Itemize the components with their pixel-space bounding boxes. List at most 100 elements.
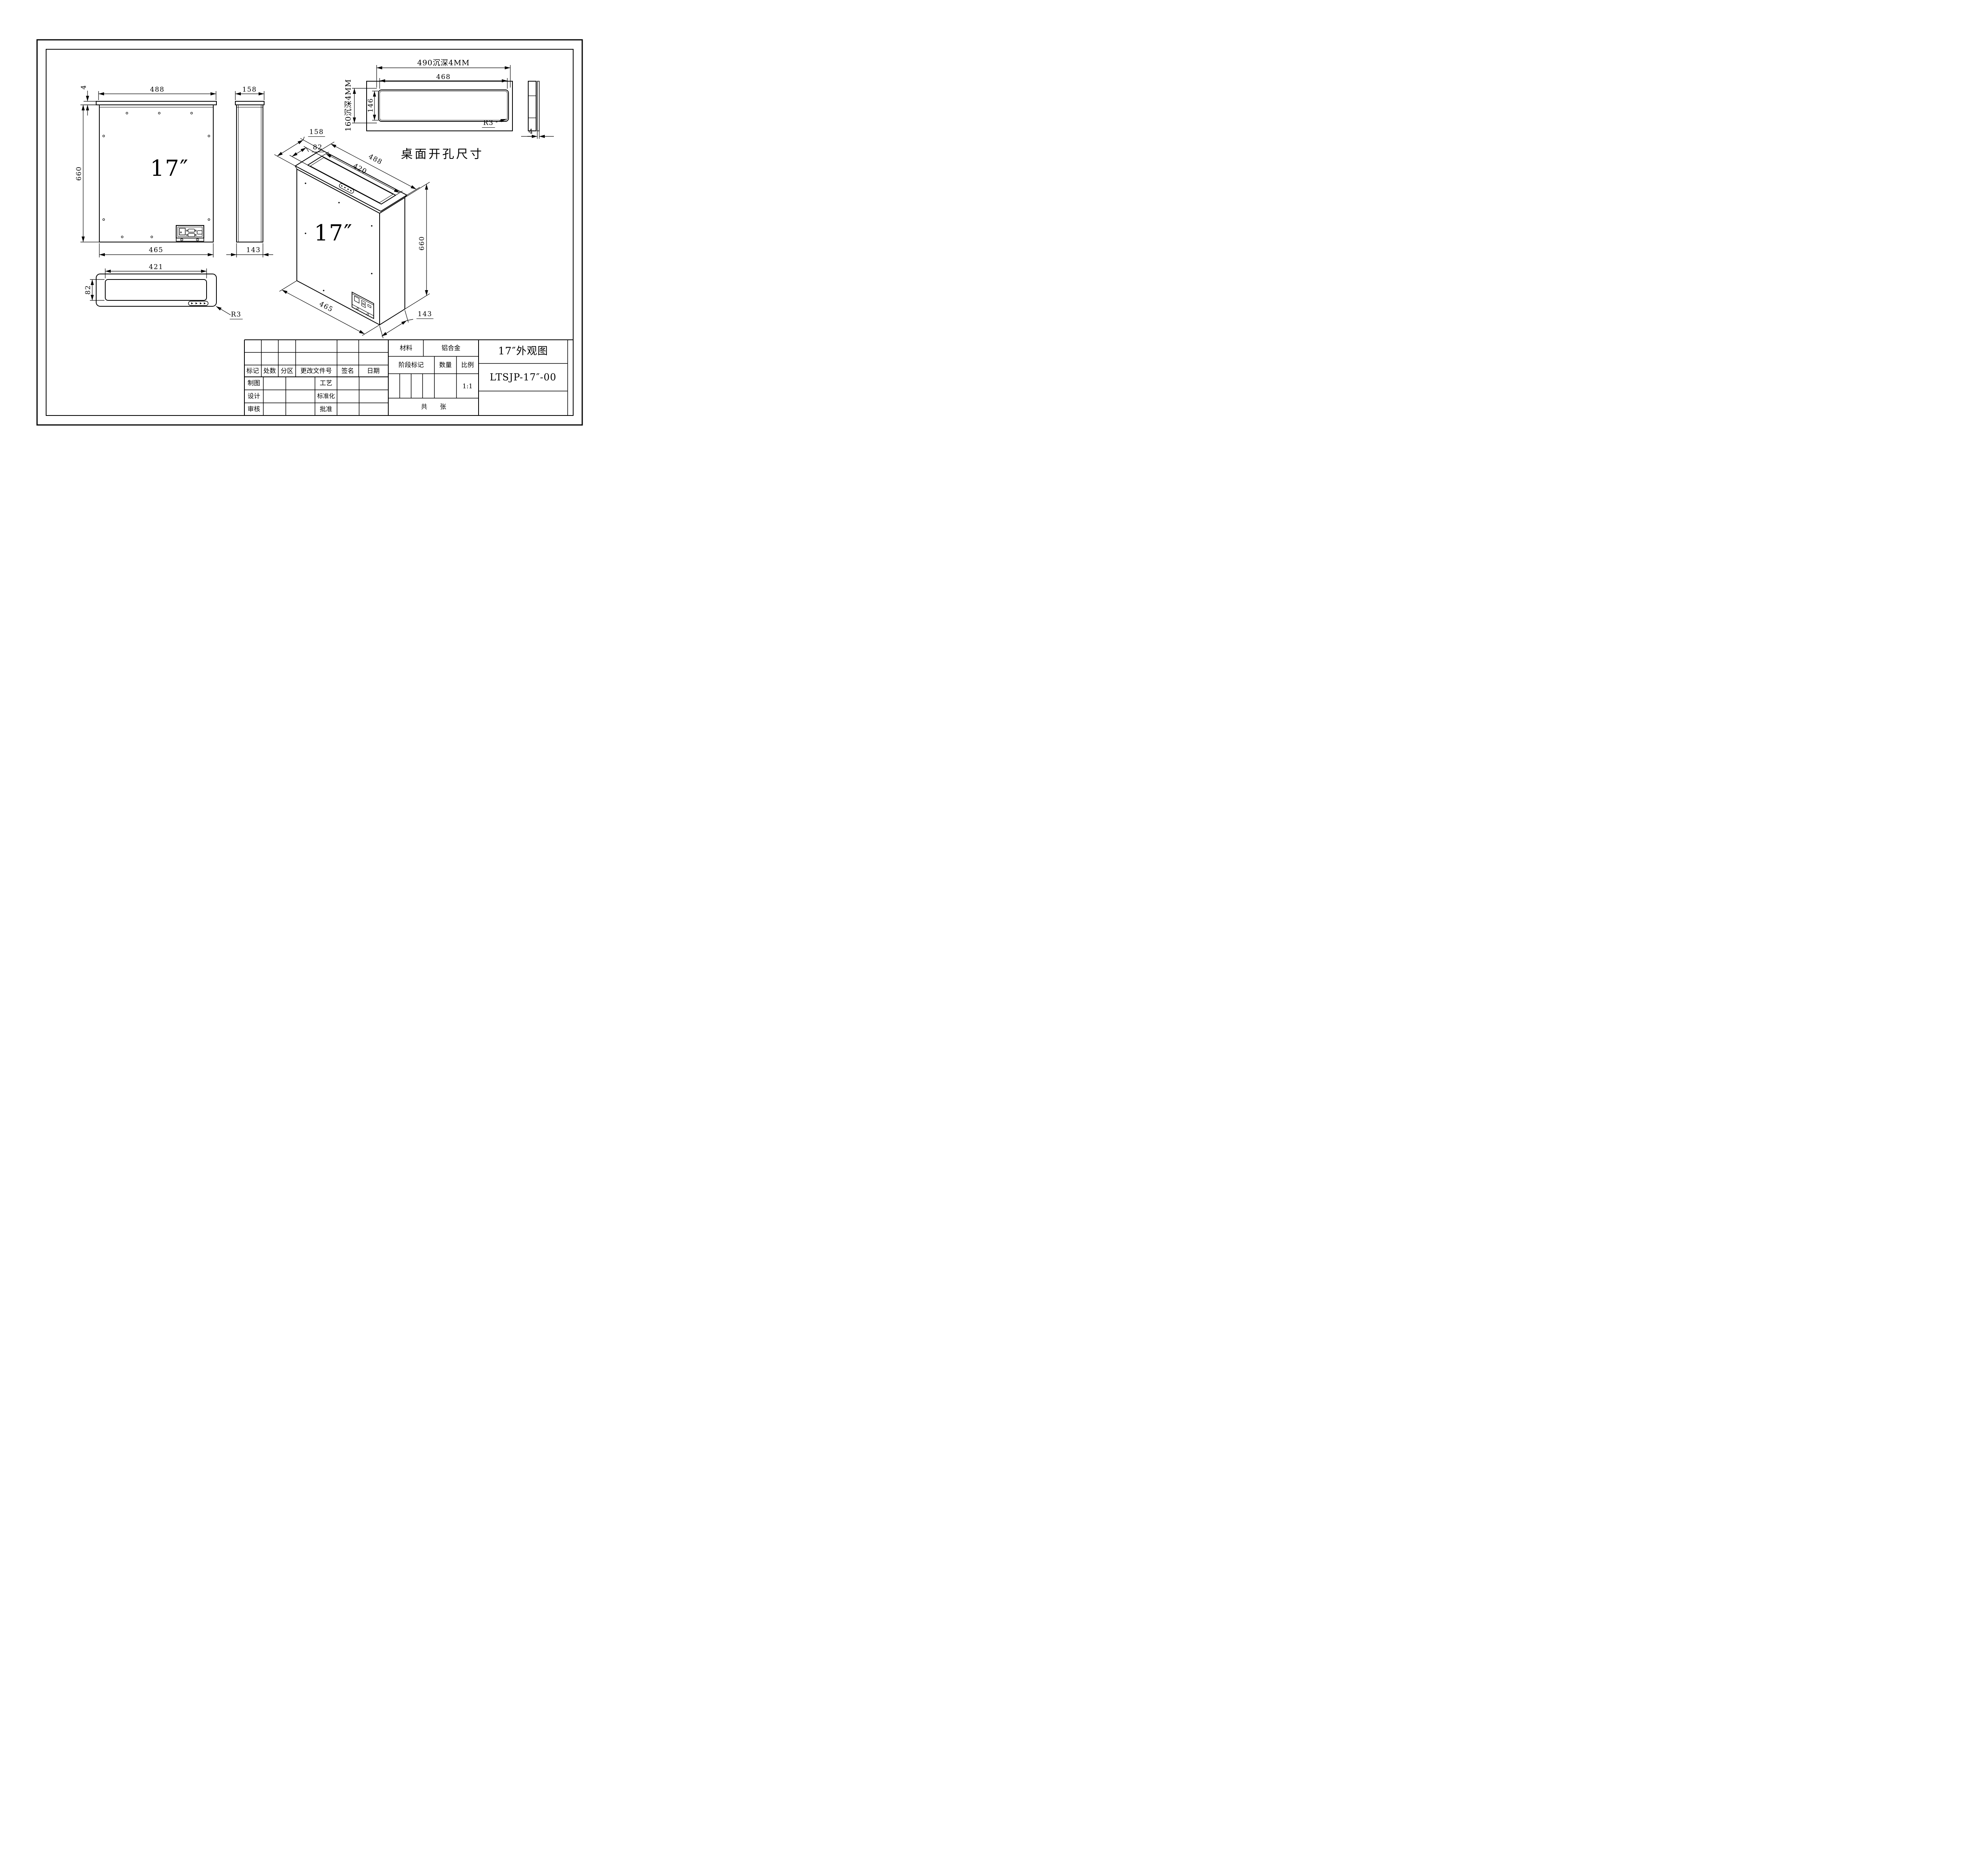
extension-line (395, 190, 403, 196)
hole (102, 218, 105, 221)
extension-line (406, 187, 420, 196)
hole (102, 135, 105, 138)
iso-dim-143 (379, 310, 414, 339)
extension-line (404, 182, 430, 198)
cutout-dim-490 (376, 65, 511, 88)
hole (207, 135, 210, 138)
tb-designed-label: 设计 (247, 392, 261, 400)
extension-line (279, 280, 297, 292)
screw-hole (180, 231, 182, 233)
iso-dim-82 (289, 146, 322, 166)
iso-screen-size-label: 17″ (314, 220, 353, 246)
extension-line (362, 324, 380, 336)
dim-cutout-slot-height: 146 (367, 98, 375, 113)
front-dim-465 (99, 243, 214, 257)
extension-line (322, 151, 329, 156)
top-view (90, 268, 231, 315)
front-screen-size-label: 17″ (150, 156, 189, 181)
tb-header-mark: 标记 (246, 367, 259, 374)
front-flange (96, 101, 217, 105)
dimension-line (326, 153, 400, 193)
extension-line (321, 142, 335, 150)
extension-line (274, 154, 296, 166)
dim-front-flange-thickness: 4 (80, 84, 88, 90)
cutout-view (352, 65, 554, 139)
cutout-view-title: 桌面开孔尺寸 (401, 147, 484, 161)
connector-strip (176, 238, 204, 242)
front-connector-panel (175, 225, 205, 242)
drawing-sheet: 4 488 660 465 17″ 158 143 421 82 R3 158 … (0, 0, 615, 434)
cutout-dim-146 (372, 91, 378, 121)
pad-button (204, 302, 206, 304)
hole (305, 233, 306, 234)
tb-quantity-label: 数量 (439, 361, 452, 369)
tb-header-change-doc-no: 更改文件号 (300, 367, 332, 374)
hole (338, 202, 340, 203)
top-slot (105, 279, 207, 301)
hole (158, 112, 161, 115)
hole (121, 235, 124, 238)
side-body (236, 104, 263, 242)
dim-cutout-slot-width: 468 (436, 73, 451, 81)
dim-iso-slot-depth: 82 (311, 144, 324, 152)
hole (190, 112, 193, 115)
front-dim-488 (98, 91, 216, 100)
front-view (80, 91, 217, 257)
tb-header-zone: 分区 (280, 367, 294, 374)
r3-leader (216, 306, 231, 315)
dsub-connector (188, 233, 195, 237)
tb-process-label: 工艺 (319, 379, 333, 387)
dimension-line (277, 140, 304, 156)
panel-edge-thin (537, 81, 540, 131)
dimension-line (292, 147, 306, 157)
hole (305, 183, 306, 184)
tb-drawing-code: LTSJP-17″-00 (490, 372, 557, 383)
cutout-dim-4 (521, 131, 554, 139)
hole (371, 273, 373, 274)
dim-cutout-panel-thickness: 4 (527, 129, 535, 136)
dim-front-height: 660 (75, 166, 83, 181)
hole (151, 235, 153, 238)
tb-stage-mark-label: 阶段标记 (398, 361, 424, 369)
dim-cutout-corner-radius: R3 (482, 120, 495, 128)
dim-iso-side-width: 143 (416, 311, 434, 319)
cutout-dim-160 (352, 88, 377, 123)
tb-material-label: 材料 (399, 344, 413, 352)
dim-top-slot-height: 82 (84, 285, 92, 295)
tb-sheet-total: 共 张 (421, 403, 447, 410)
front-body (99, 104, 214, 242)
drawing-linework (36, 39, 583, 426)
dimension-line (381, 320, 407, 337)
screw-hole (195, 230, 197, 231)
pad-button (196, 302, 197, 304)
dsub-connector (188, 229, 195, 233)
tb-approved-label: 批准 (319, 405, 333, 413)
tb-scale-label: 比例 (461, 361, 474, 369)
screw-hole (186, 234, 188, 236)
dim-cutout-recess-width: 490沉深4MM (417, 58, 470, 67)
side-dim-143 (226, 243, 273, 257)
iso-dim-420 (322, 151, 403, 196)
cutout-r3-leader (496, 119, 507, 123)
extension-line (379, 326, 384, 339)
side-dim-158 (235, 91, 265, 100)
title-block (244, 339, 573, 415)
tb-drawing-title: 17″外观图 (498, 345, 548, 357)
pad-button (191, 302, 193, 304)
dim-iso-depth: 158 (308, 129, 325, 137)
dim-iso-height: 660 (418, 236, 426, 251)
tb-drafted-label: 制图 (247, 379, 261, 387)
hole (207, 218, 210, 221)
dim-top-corner-radius: R3 (229, 311, 243, 319)
dim-side-bottom-width: 143 (246, 246, 261, 254)
side-flange (235, 101, 265, 105)
extension-line (300, 138, 322, 150)
iso-dim-158 (274, 136, 322, 166)
hole (371, 225, 373, 227)
extension-line (304, 146, 322, 156)
power-socket (179, 228, 186, 235)
iso-view (274, 136, 430, 339)
strip-screw-dot (197, 239, 198, 240)
cutout-dim-468 (379, 78, 508, 89)
button-pad (188, 301, 209, 306)
